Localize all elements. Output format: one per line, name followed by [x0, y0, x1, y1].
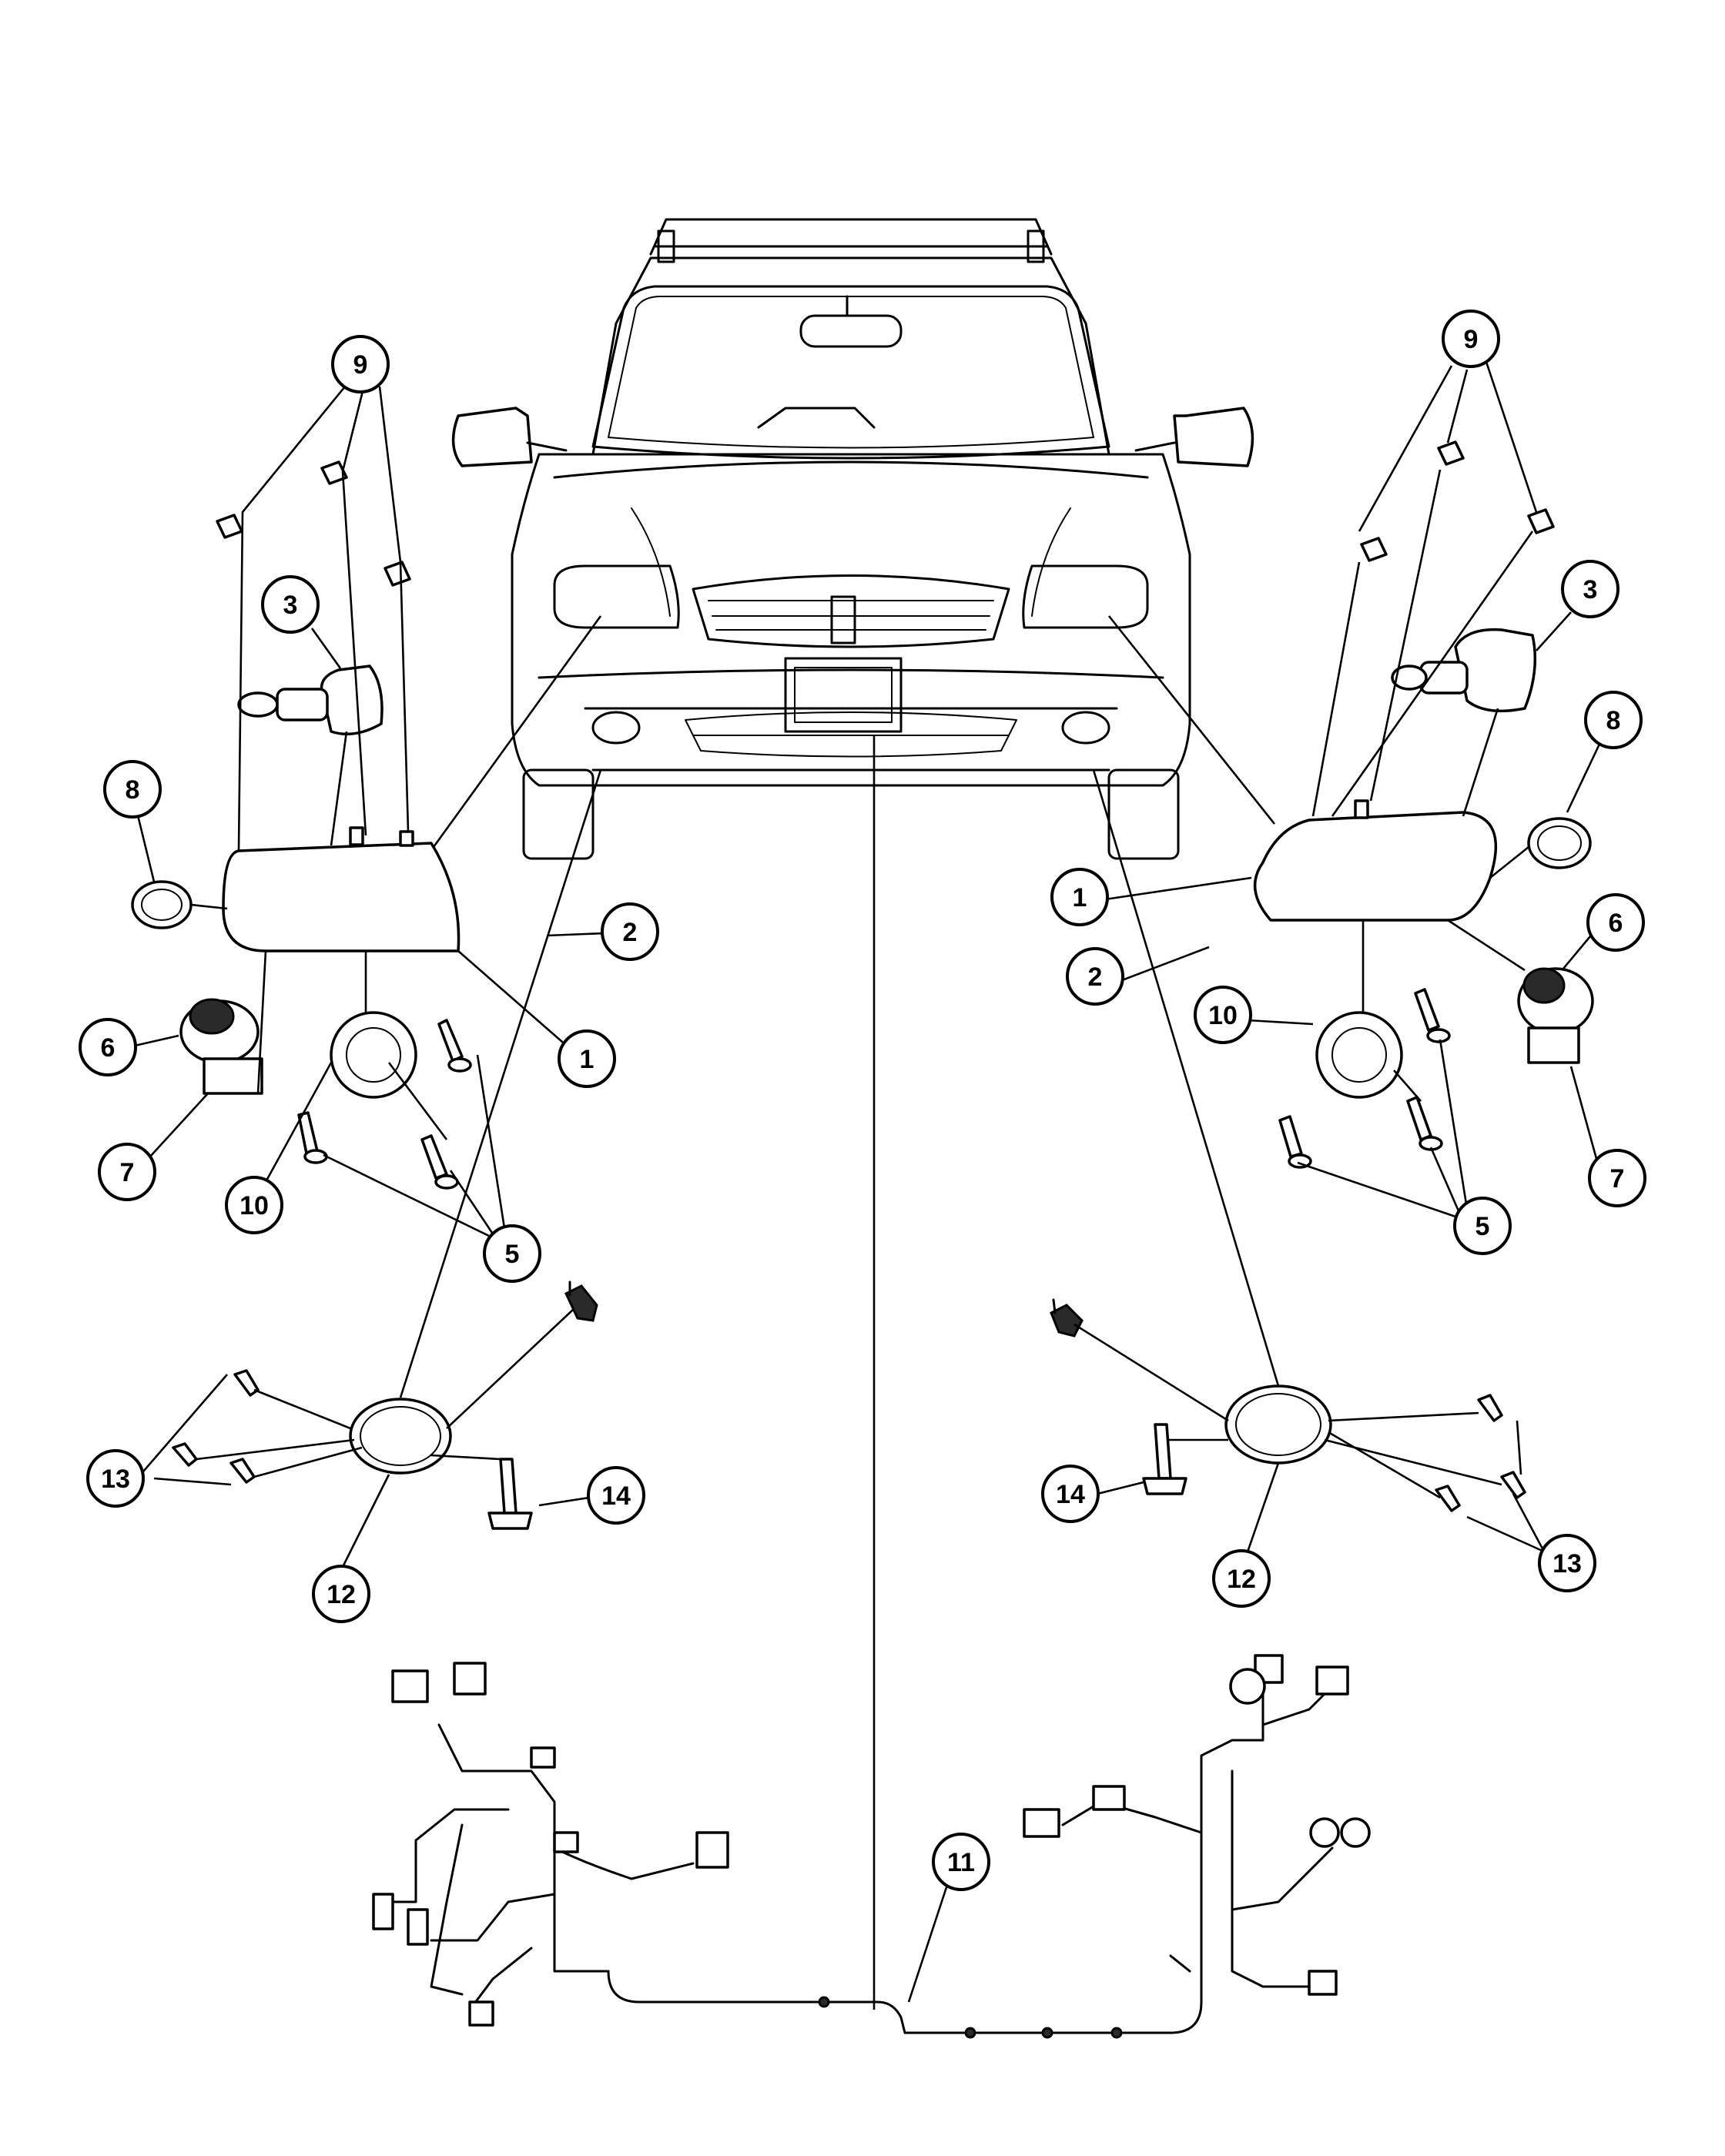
right-headlamp-assembly: [1253, 799, 1497, 922]
right-headlamp-bulb: [1391, 628, 1537, 713]
svg-text:5: 5: [1475, 1212, 1490, 1241]
svg-text:6: 6: [1609, 909, 1623, 938]
svg-text:14: 14: [1056, 1480, 1085, 1509]
callout-left-2: 2: [601, 902, 659, 961]
right-fog-lamp: [1224, 1384, 1332, 1465]
svg-text:7: 7: [120, 1158, 135, 1187]
left-headlamp-assembly: [222, 826, 461, 952]
left-park-turn-bulb-socket: [179, 998, 263, 1095]
callout-right-5: 5: [1453, 1197, 1512, 1255]
callout-center-11: 11: [932, 1833, 990, 1891]
callout-right-12: 12: [1212, 1549, 1271, 1608]
vehicle-front-view: [451, 218, 1254, 860]
svg-text:1: 1: [1073, 883, 1087, 912]
svg-text:1: 1: [580, 1045, 595, 1074]
left-screws: [297, 1019, 472, 1190]
callout-left-10: 10: [225, 1176, 283, 1234]
callout-right-8: 8: [1584, 691, 1643, 749]
callout-left-7: 7: [98, 1143, 156, 1201]
callout-right-2: 2: [1066, 947, 1124, 1006]
left-fog-lamp: [349, 1398, 452, 1475]
callout-right-9: 9: [1442, 310, 1500, 368]
svg-text:14: 14: [601, 1481, 631, 1511]
callout-left-6: 6: [79, 1018, 137, 1076]
wiring-harness: [372, 1654, 1371, 2039]
callout-right-14: 14: [1041, 1465, 1100, 1523]
right-retaining-clips: [1360, 440, 1555, 562]
svg-text:8: 8: [1606, 706, 1621, 735]
left-headlamp-bulb: [237, 665, 384, 736]
right-bulb-seal-ring: [1527, 817, 1592, 869]
callout-left-8: 8: [103, 760, 162, 819]
callout-right-3: 3: [1561, 560, 1619, 618]
right-screws: [1278, 988, 1451, 1169]
left-bulb-seal-ring: [131, 880, 193, 929]
callout-right-13: 13: [1538, 1534, 1596, 1592]
svg-text:11: 11: [947, 1848, 975, 1877]
left-bulb-retaining-ring: [330, 1011, 417, 1099]
svg-text:5: 5: [505, 1240, 520, 1269]
right-bulb-retaining-ring: [1315, 1011, 1403, 1099]
callout-right-7: 7: [1588, 1149, 1646, 1207]
svg-text:7: 7: [1610, 1164, 1625, 1194]
callout-right-6: 6: [1586, 893, 1645, 952]
svg-text:13: 13: [101, 1465, 130, 1494]
left-adjusting-screw: [487, 1458, 533, 1530]
callout-left-1: 1: [558, 1029, 616, 1088]
callout-left-5: 5: [483, 1224, 541, 1283]
svg-text:2: 2: [1088, 962, 1103, 992]
svg-text:3: 3: [283, 591, 298, 620]
callout-left-9: 9: [331, 335, 390, 393]
svg-text:9: 9: [353, 350, 368, 380]
callout-right-10: 10: [1194, 986, 1252, 1044]
svg-text:6: 6: [101, 1033, 116, 1063]
svg-text:10: 10: [239, 1191, 269, 1220]
callout-left-13: 13: [86, 1449, 145, 1508]
left-retaining-clips: [216, 460, 411, 587]
svg-text:3: 3: [1583, 575, 1598, 604]
right-fog-lamp-connector: [1050, 1298, 1084, 1337]
svg-text:8: 8: [126, 775, 140, 805]
right-fog-lamp-push-pins: [1435, 1394, 1526, 1512]
callout-left-3: 3: [261, 575, 320, 634]
svg-text:13: 13: [1552, 1549, 1582, 1578]
leader-lines: [134, 361, 1603, 2010]
callout-left-12: 12: [312, 1565, 370, 1623]
svg-text:2: 2: [623, 918, 638, 947]
svg-text:10: 10: [1208, 1001, 1238, 1030]
callout-left-14: 14: [587, 1466, 645, 1525]
svg-text:12: 12: [1227, 1565, 1256, 1594]
left-fog-lamp-connector: [564, 1281, 598, 1322]
svg-text:12: 12: [327, 1580, 356, 1609]
svg-text:9: 9: [1464, 325, 1479, 354]
right-park-turn-bulb-socket: [1517, 967, 1594, 1064]
callout-right-1: 1: [1050, 868, 1109, 926]
right-adjusting-screw: [1142, 1423, 1187, 1495]
